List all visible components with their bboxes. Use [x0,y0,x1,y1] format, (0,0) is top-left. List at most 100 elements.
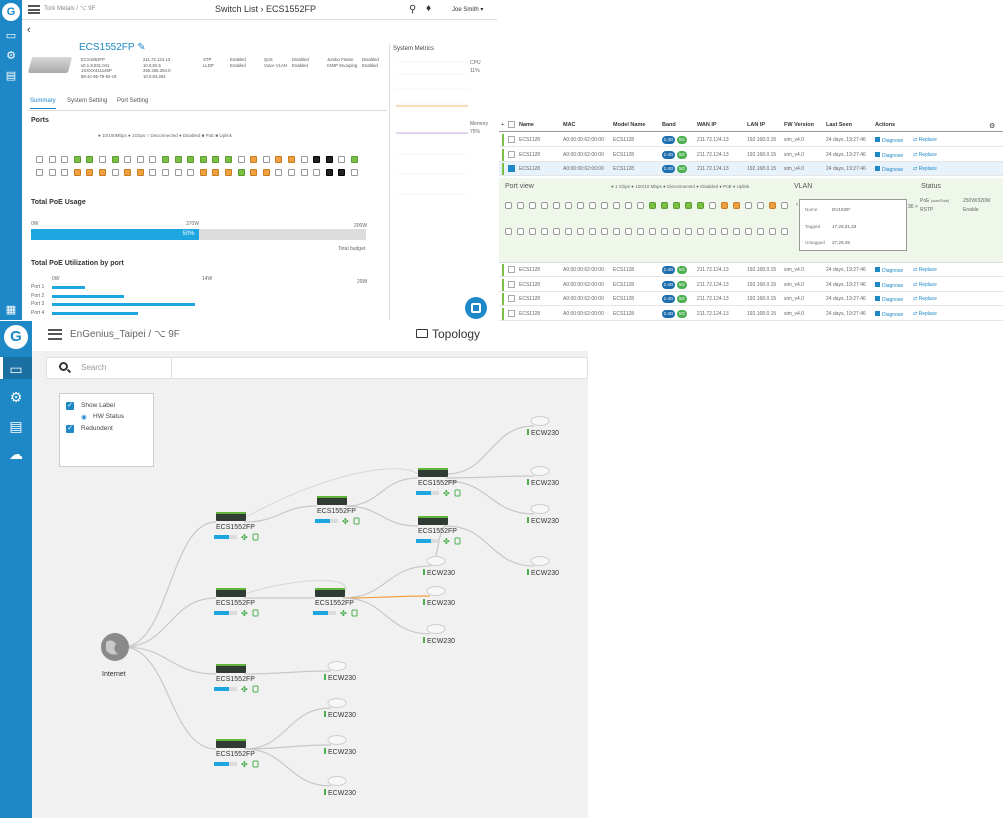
port-view-port-26[interactable] [517,228,524,235]
port-29[interactable] [61,169,69,176]
access-point-icon[interactable] [530,556,550,566]
col-actions[interactable]: Actions [875,122,896,128]
port-1[interactable] [36,156,43,163]
port-49[interactable] [313,169,321,176]
show-label-checkbox[interactable]: ✓ [66,402,74,410]
replace-link[interactable]: ⇄ Replace [913,137,937,143]
port-31[interactable] [86,169,94,176]
vlan-tab[interactable]: 30 > [908,204,918,210]
port-view-port-8[interactable] [589,202,596,209]
port-38[interactable] [174,169,182,176]
tab-summary[interactable]: Summary [30,98,56,109]
port-view-port-35[interactable] [625,228,632,235]
replace-link[interactable]: ⇄ Replace [913,311,937,317]
access-point-icon[interactable] [426,556,446,566]
port-view-port-19[interactable] [721,202,728,209]
replace-link[interactable]: ⇄ Replace [913,267,937,273]
list-icon[interactable]: ▤ [5,70,17,82]
col-last-seen[interactable]: Last Seen [826,122,852,128]
port-view-port-3[interactable] [529,202,536,209]
diagnose-link[interactable]: Diagnose [875,296,903,303]
access-point-icon[interactable] [426,586,446,596]
port-50[interactable] [325,169,333,176]
port-20[interactable] [275,156,283,163]
port-view-port-14[interactable] [661,202,668,209]
port-28[interactable] [48,169,56,176]
port-view-port-44[interactable] [733,228,740,235]
port-view-port-45[interactable] [745,228,752,235]
search-bar[interactable] [46,357,588,379]
port-view-port-43[interactable] [721,228,728,235]
port-15[interactable] [212,156,220,163]
port-26[interactable] [351,156,358,163]
access-point-icon[interactable] [530,466,550,476]
port-view-port-40[interactable] [685,228,692,235]
col-fw[interactable]: FW Version [784,122,814,128]
port-view-port-33[interactable] [601,228,608,235]
switch-icon[interactable] [317,496,347,505]
row-checkbox[interactable] [508,150,515,158]
monitor-icon[interactable]: ▭ [5,30,17,42]
port-37[interactable] [162,169,169,176]
port-45[interactable] [262,169,270,176]
port-7[interactable] [111,156,119,163]
diagnose-link[interactable]: Diagnose [875,281,903,289]
tab-system-setting[interactable]: System Setting [67,98,108,104]
port-view-port-13[interactable] [649,202,656,209]
port-view-port-15[interactable] [673,202,680,209]
gear-icon[interactable]: ⚙ [9,389,23,405]
diagnose-link[interactable]: Diagnose [875,166,903,173]
col-lan-ip[interactable]: LAN IP [747,122,766,128]
diagnose-link[interactable]: Diagnose [875,151,903,159]
port-view-port-16[interactable] [685,202,692,209]
tab-port-setting[interactable]: Port Setting [117,98,149,104]
col-model[interactable]: Model Name [613,122,646,128]
expand-icon[interactable]: + [501,122,505,128]
col-name[interactable]: Name [519,122,534,128]
port-6[interactable] [99,156,106,163]
port-view-port-28[interactable] [541,228,548,235]
port-30[interactable] [73,169,81,176]
port-view-port-2[interactable] [517,202,524,209]
access-point-icon[interactable] [327,661,347,671]
port-19[interactable] [262,156,270,163]
port-view-port-47[interactable] [769,228,776,235]
replace-link[interactable]: ⇄ Replace [913,152,937,158]
port-view-port-20[interactable] [733,202,740,209]
chat-button[interactable] [465,297,487,319]
port-10[interactable] [149,156,157,163]
port-view-port-48[interactable] [781,228,788,235]
port-44[interactable] [250,169,258,176]
bell-icon[interactable]: ♦ [426,3,432,14]
search-icon[interactable] [59,362,68,371]
port-23[interactable] [313,156,321,163]
port-view-port-18[interactable] [709,202,716,209]
port-view-port-9[interactable] [601,202,608,209]
port-view-port-11[interactable] [625,202,632,209]
diagnose-link[interactable]: Diagnose [875,137,903,144]
port-13[interactable] [187,156,195,163]
port-46[interactable] [275,169,283,176]
access-point-icon[interactable] [530,416,550,426]
port-8[interactable] [124,156,132,163]
vlan-prev-icon[interactable]: ‹ [796,202,798,208]
port-view-port-12[interactable] [637,202,644,209]
back-chevron-icon[interactable]: ‹ [27,24,31,36]
switch-icon[interactable] [216,739,246,748]
port-17[interactable] [237,156,245,163]
port-32[interactable] [99,169,106,176]
port-52[interactable] [351,169,358,176]
port-view-port-5[interactable] [553,202,560,209]
row-checkbox[interactable] [508,280,515,288]
switch-icon[interactable] [418,468,448,477]
port-view-port-25[interactable] [505,228,512,235]
row-checkbox[interactable] [508,136,515,143]
search-icon[interactable]: ⚲ [409,4,417,15]
cloud-icon[interactable]: ☁ [9,446,23,462]
redundant-checkbox[interactable]: ✓ [66,425,74,433]
building-icon[interactable]: ▦ [5,304,17,316]
